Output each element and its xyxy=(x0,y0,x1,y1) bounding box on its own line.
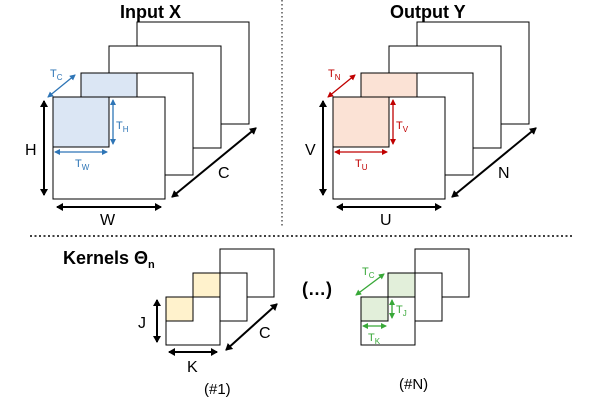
kernelN-caption: (#N) xyxy=(399,376,428,393)
kernelN-tile-back xyxy=(387,272,416,298)
input-dim-c-arrow xyxy=(171,127,257,198)
input-tile-back xyxy=(80,72,138,98)
input-tensor: Input X H W C TC TH TW xyxy=(25,2,257,229)
output-tile-u-label: TU xyxy=(355,158,368,172)
kernelN-tile-j-label: TJ xyxy=(396,304,407,318)
kernel1-tile-front xyxy=(165,296,194,322)
output-tile-front xyxy=(332,96,390,148)
input-dim-w-label: W xyxy=(100,212,116,229)
input-tile-c-arrow xyxy=(47,74,76,98)
input-tile-h-label: TH xyxy=(116,120,129,134)
input-dim-h-label: H xyxy=(25,142,37,159)
kernel1-dim-c-arrow xyxy=(225,303,278,351)
kernel1-dim-c-label: C xyxy=(259,325,271,342)
kernel-last: TC TJ TK (#N) xyxy=(355,248,470,393)
input-tile-c-label: TC xyxy=(50,68,63,82)
kernelN-tile-c-arrow xyxy=(355,273,385,296)
output-tile-n-arrow xyxy=(327,74,356,98)
input-dim-c-label: C xyxy=(218,165,230,182)
output-dim-n-arrow xyxy=(451,127,537,198)
kernels-section: Kernels Θn J K C (#1) (…) TC xyxy=(63,248,470,398)
output-tile-back xyxy=(360,72,418,98)
input-tile-w-label: TW xyxy=(75,158,90,172)
kernelN-tile-k-label: TK xyxy=(368,332,381,346)
input-tile-front xyxy=(52,96,110,148)
output-tensor: Output Y V U N TN TV TU xyxy=(305,2,537,229)
output-title: Output Y xyxy=(390,2,466,22)
output-tile-n-label: TN xyxy=(328,68,341,82)
output-dim-n-label: N xyxy=(498,165,510,182)
kernel1-dim-j-label: J xyxy=(138,315,146,332)
kernel1-caption: (#1) xyxy=(204,381,231,398)
kernel1-dim-k-label: K xyxy=(187,359,198,376)
output-dim-v-label: V xyxy=(305,142,316,159)
kernelN-tile-c-label: TC xyxy=(362,266,375,280)
kernels-ellipsis: (…) xyxy=(302,279,332,299)
output-tile-v-label: TV xyxy=(396,120,409,134)
input-title: Input X xyxy=(120,2,181,22)
output-dim-u-label: U xyxy=(380,212,392,229)
kernel-first: J K C (#1) xyxy=(138,248,278,398)
kernel1-tile-back xyxy=(192,272,221,298)
kernelN-tile-front xyxy=(360,296,389,322)
kernels-title: Kernels Θn xyxy=(63,248,155,271)
